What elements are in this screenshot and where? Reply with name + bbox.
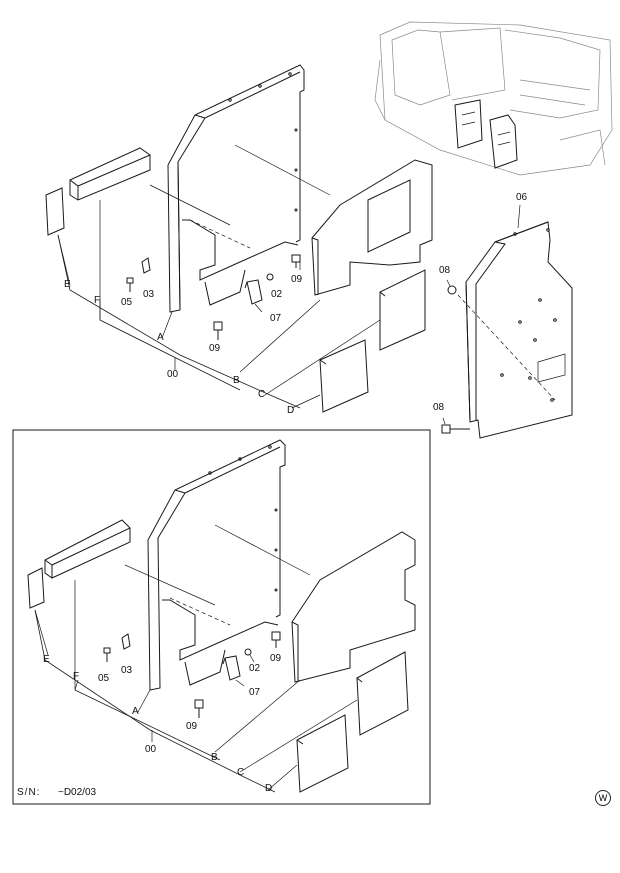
bolt-08-upper	[447, 285, 457, 295]
pad-f	[69, 147, 151, 201]
callout-08-lower: 08	[433, 402, 445, 413]
serial-number-range: ~D02/03	[58, 787, 97, 798]
watermark-logo: W	[595, 790, 611, 806]
callout-c-top: C	[258, 389, 266, 400]
callout-b-top: B	[233, 375, 240, 386]
callout-00-top: 00	[167, 369, 179, 380]
callout-f-bottom: F	[73, 671, 80, 682]
callout-09-bottom-a: 09	[270, 653, 282, 664]
callout-07-bottom: 07	[249, 687, 261, 698]
callout-09-top-a: 09	[291, 274, 303, 285]
bottom-assembly	[27, 439, 416, 793]
callout-06: 06	[516, 192, 528, 203]
callout-d-bottom: D	[265, 783, 273, 794]
callout-f-top: F	[94, 295, 101, 306]
top-assembly	[45, 64, 433, 413]
callout-e-top: E	[64, 279, 71, 290]
bolt-08-lower	[441, 424, 470, 434]
clip-03-top	[141, 257, 151, 274]
callout-00-bottom: 00	[145, 744, 157, 755]
bolt-09-top-a	[291, 254, 301, 268]
bracket-07-top	[244, 279, 263, 305]
variant-frame	[12, 429, 431, 805]
callout-e-bottom: E	[43, 654, 50, 665]
pad-e	[45, 187, 65, 236]
panel-a	[167, 64, 305, 313]
callout-c-bottom: C	[237, 767, 245, 778]
washer-02-top	[266, 273, 274, 281]
bolt-05-top	[126, 277, 134, 292]
callout-a-bottom: A	[132, 706, 139, 717]
callout-a-top: A	[157, 332, 164, 343]
callout-05-top: 05	[121, 297, 133, 308]
machine-thumbnail	[374, 21, 613, 176]
callout-02-top: 02	[271, 289, 283, 300]
callout-09-top-b: 09	[209, 343, 221, 354]
callout-07-top: 07	[270, 313, 282, 324]
callout-05-bottom: 05	[98, 673, 110, 684]
callout-b-bottom: B	[211, 752, 218, 763]
callout-08-upper: 08	[439, 265, 451, 276]
callout-02-bottom: 02	[249, 663, 261, 674]
callout-03-top: 03	[143, 289, 155, 300]
callout-03-bottom: 03	[121, 665, 133, 676]
serial-number-label: S/N:	[17, 787, 41, 798]
panel-b	[311, 159, 433, 296]
right-panel-06	[441, 204, 573, 439]
bolt-09-top-b	[213, 321, 223, 340]
pad-c	[379, 269, 426, 351]
callout-d-top: D	[287, 405, 295, 416]
callout-09-bottom-b: 09	[186, 721, 198, 732]
pad-d	[319, 339, 369, 413]
